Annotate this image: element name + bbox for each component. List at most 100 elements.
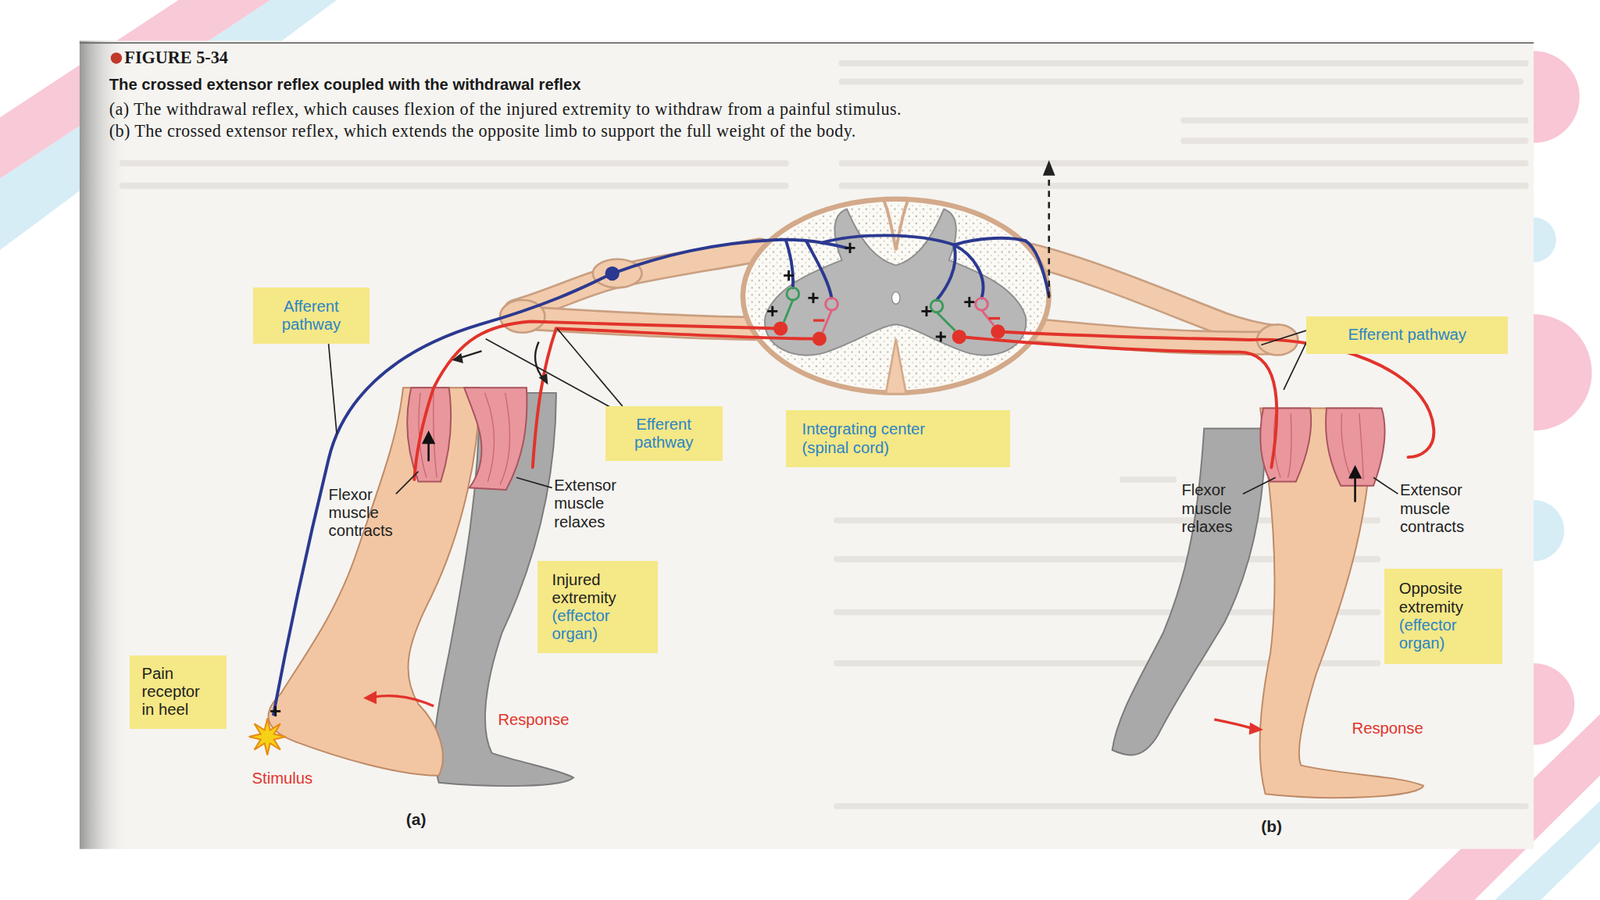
bleed-line bbox=[1183, 137, 1526, 144]
bleed-line bbox=[842, 160, 1526, 167]
box-text: Pain receptor in heel bbox=[142, 664, 215, 720]
leader-line bbox=[328, 343, 337, 434]
bleed-text bbox=[122, 63, 1526, 807]
muscle-striations bbox=[418, 392, 1364, 486]
motor-neuron bbox=[990, 324, 1005, 339]
bleed-line bbox=[842, 182, 1526, 190]
response-arrow bbox=[1214, 719, 1254, 729]
bleed-line bbox=[1122, 476, 1174, 483]
box-text: (effector organ) bbox=[552, 607, 645, 644]
stimulus-burst bbox=[249, 718, 286, 756]
leader-line bbox=[1373, 477, 1398, 494]
excitatory-interneuron bbox=[930, 300, 943, 313]
afferent-branch bbox=[1025, 240, 1050, 297]
excitatory-signs bbox=[270, 242, 975, 717]
figure-title: FIGURE 5-34 bbox=[124, 47, 229, 68]
label-box: Afferent pathway bbox=[253, 287, 370, 344]
arrow-shaft bbox=[535, 342, 544, 380]
muscle-label: Extensor muscle relaxes bbox=[553, 476, 648, 532]
motor-neuron bbox=[812, 331, 827, 346]
motor-axon bbox=[532, 328, 820, 468]
leader-line bbox=[516, 477, 553, 488]
afferent-branch bbox=[953, 238, 1025, 246]
interneurons bbox=[783, 287, 994, 333]
response-label: Response bbox=[1352, 719, 1424, 738]
box-text: Integrating center (spinal cord) bbox=[802, 420, 976, 458]
bleed-line bbox=[122, 160, 786, 167]
extensor-muscle bbox=[464, 387, 527, 490]
box-text: Injured extremity bbox=[552, 571, 645, 608]
bleed-line bbox=[842, 78, 1522, 86]
inhibitory-interneuron bbox=[975, 297, 989, 311]
striation bbox=[1341, 413, 1364, 480]
gray-matter bbox=[764, 209, 1026, 356]
arrow-head bbox=[1350, 467, 1361, 478]
page-photo bbox=[79, 40, 1534, 849]
response-arrow bbox=[373, 696, 434, 707]
title-bullet bbox=[110, 52, 122, 64]
box-text: Efferent pathway bbox=[1347, 325, 1466, 344]
page-edge bbox=[79, 42, 1534, 44]
label-box: Pain receptor in heel bbox=[129, 655, 227, 729]
interneuron-axon bbox=[783, 300, 793, 323]
bleed-line bbox=[836, 803, 1526, 810]
leader-line bbox=[1283, 342, 1307, 390]
motor-axon bbox=[414, 321, 781, 479]
lifted-leg bbox=[1112, 428, 1266, 756]
panel-letter: (a) bbox=[406, 810, 427, 829]
label-box: Integrating center (spinal cord) bbox=[785, 410, 1011, 468]
response-label: Response bbox=[497, 710, 569, 729]
arrow-head bbox=[1042, 160, 1056, 176]
leader-line bbox=[396, 471, 419, 494]
leader-line bbox=[485, 339, 613, 409]
muscle-label: Flexor muscle relaxes bbox=[1181, 481, 1269, 536]
interneuron-axon bbox=[936, 312, 956, 332]
inhibitory-interneuron bbox=[825, 297, 839, 311]
arrow-shaft bbox=[1353, 475, 1357, 503]
sensory-cell-body bbox=[605, 266, 620, 281]
leader-line bbox=[1242, 477, 1276, 494]
striation bbox=[484, 392, 510, 486]
caption-text: (b) The crossed extensor reflex, which e… bbox=[109, 121, 857, 142]
arrow-head bbox=[423, 432, 434, 443]
label-box: Efferent pathway bbox=[605, 406, 723, 462]
dorsal-root-ganglion bbox=[592, 259, 643, 289]
bleed-line bbox=[842, 60, 1526, 67]
bleed-line bbox=[1183, 117, 1526, 124]
posterior-sulcus bbox=[883, 200, 908, 250]
leader-line bbox=[557, 328, 623, 407]
plus-sign bbox=[767, 306, 778, 317]
motor-neuron bbox=[952, 329, 967, 344]
box-text: Opposite extremity bbox=[1399, 579, 1489, 617]
label-box: Injured extremity(effector organ) bbox=[537, 560, 658, 654]
muscle-label: Flexor muscle contracts bbox=[328, 485, 423, 541]
plus-sign bbox=[783, 270, 794, 281]
efferent-neurons bbox=[414, 321, 1434, 479]
plus-sign bbox=[844, 242, 855, 254]
flexor-muscle bbox=[1260, 407, 1311, 482]
plus-sign bbox=[807, 292, 818, 304]
plus-sign bbox=[270, 706, 281, 717]
ascending-pathway bbox=[1047, 173, 1050, 298]
leader-line bbox=[1260, 330, 1306, 345]
central-canal bbox=[892, 292, 900, 305]
muscle-label: Extensor muscle contracts bbox=[1400, 481, 1494, 536]
stimulus-label: Stimulus bbox=[252, 769, 314, 788]
figure-caption: The crossed extensor reflex coupled with… bbox=[109, 75, 582, 94]
bleed-line bbox=[122, 182, 786, 190]
box-text: Afferent pathway bbox=[260, 297, 361, 335]
afferent-branch bbox=[936, 244, 956, 300]
excitatory-interneuron bbox=[786, 287, 800, 300]
afferent-branch bbox=[806, 240, 833, 298]
plus-sign bbox=[935, 331, 947, 342]
box-text: Efferent pathway bbox=[613, 415, 715, 453]
afferent-neuron bbox=[273, 235, 1050, 715]
arrow-head bbox=[363, 690, 377, 704]
minus-sign bbox=[813, 318, 825, 322]
label-box: Efferent pathway bbox=[1306, 316, 1509, 354]
motor-neurons bbox=[773, 321, 1005, 346]
arrow-shaft bbox=[459, 350, 483, 358]
leader-lines bbox=[328, 328, 1399, 495]
